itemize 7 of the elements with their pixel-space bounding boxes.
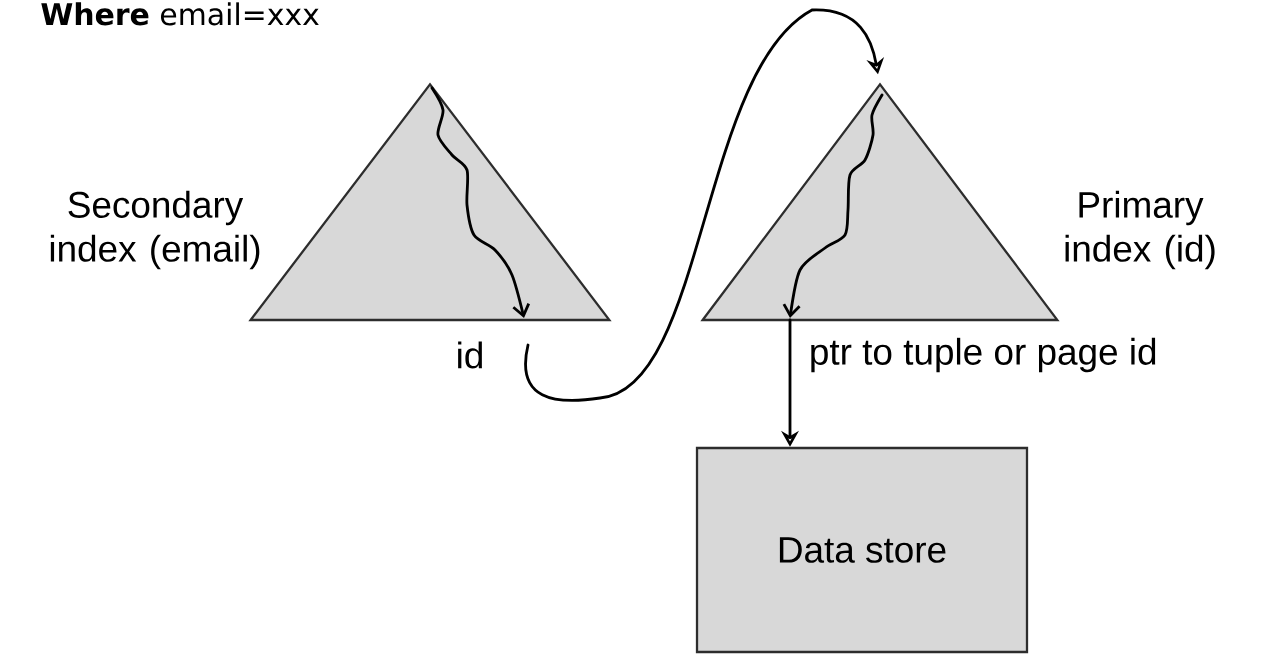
node-label: Primary index (id) [1065, 190, 1215, 270]
title: Where email=xxx [41, 2, 319, 26]
arrow [524, 8, 885, 402]
node-label: Secondary index (email) [50, 190, 260, 270]
data-store-box: Data store [695, 446, 1029, 654]
edge-label: id [452, 337, 488, 373]
edge-label: ptr to tuple or page id [805, 334, 1162, 376]
